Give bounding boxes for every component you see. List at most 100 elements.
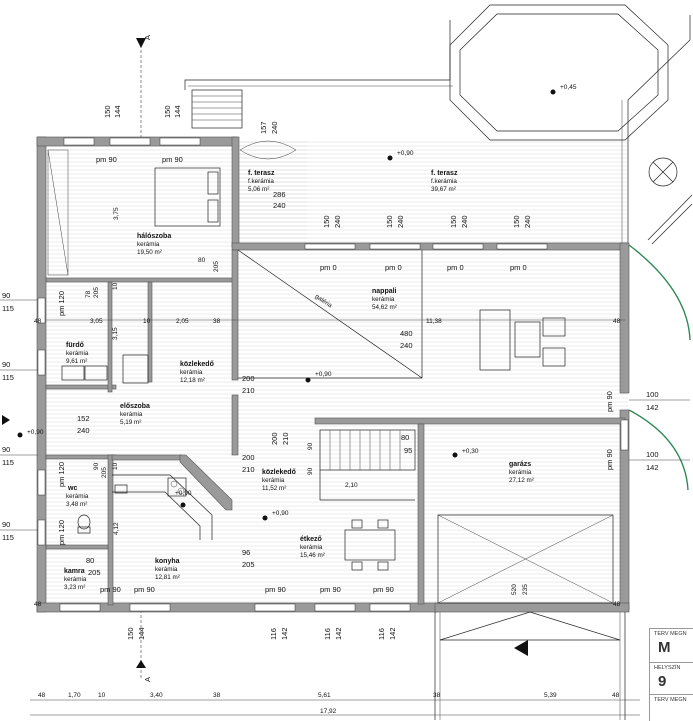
svg-text:150: 150 [103, 105, 112, 118]
svg-text:520: 520 [511, 584, 518, 595]
terrace-arc [239, 140, 297, 160]
svg-text:3,48 m²: 3,48 m² [66, 501, 87, 508]
svg-text:+0,90: +0,90 [175, 490, 192, 497]
svg-text:f.kerámia: f.kerámia [431, 178, 457, 185]
svg-text:116: 116 [323, 628, 332, 640]
svg-text:11,52 m²: 11,52 m² [262, 485, 286, 492]
svg-text:142: 142 [280, 627, 289, 640]
svg-text:kamra: kamra [64, 568, 85, 575]
svg-text:200: 200 [242, 374, 255, 383]
svg-text:3,75: 3,75 [113, 207, 120, 220]
svg-text:kerámia: kerámia [300, 544, 323, 551]
svg-text:240: 240 [273, 201, 286, 210]
svg-text:2,05: 2,05 [176, 318, 189, 325]
svg-text:2,10: 2,10 [345, 482, 358, 489]
svg-text:48: 48 [38, 692, 46, 699]
svg-text:27,12 m²: 27,12 m² [509, 477, 534, 484]
section-mark-bottom [136, 610, 146, 680]
svg-text:5,39: 5,39 [544, 692, 557, 699]
svg-text:240: 240 [460, 215, 469, 228]
svg-text:39,67 m²: 39,67 m² [431, 186, 456, 193]
svg-text:pm 90: pm 90 [373, 585, 394, 594]
bathroom-fixtures [61, 354, 149, 384]
svg-text:hálószoba: hálószoba [137, 233, 171, 240]
terrace-outline [184, 20, 451, 90]
svg-text:142: 142 [646, 403, 659, 412]
terrace-hatch [237, 140, 307, 250]
svg-text:3,15: 3,15 [112, 327, 119, 340]
svg-text:3,40: 3,40 [150, 692, 163, 699]
svg-text:210: 210 [281, 432, 290, 445]
svg-text:f. terasz: f. terasz [248, 170, 275, 177]
room-etkezo: étkező kerámia 15,46 m² [300, 536, 325, 559]
svg-text:144: 144 [137, 627, 146, 640]
living-furniture [479, 309, 566, 371]
svg-text:90: 90 [2, 291, 10, 300]
room-haloszoba: hálószoba kerámia 19,50 m² [137, 233, 171, 256]
svg-text:90: 90 [307, 442, 314, 450]
svg-text:garázs: garázs [509, 461, 531, 468]
garden-pergola [651, 203, 693, 245]
svg-text:előszoba: előszoba [120, 403, 150, 410]
svg-text:48: 48 [34, 318, 42, 325]
entry-stairs [191, 89, 243, 129]
floor-hatch [43, 140, 628, 610]
title-block-label: TERV MEGN [654, 631, 687, 637]
svg-text:12,18 m²: 12,18 m² [180, 377, 205, 384]
svg-text:wc: wc [67, 485, 77, 492]
svg-text:4,12: 4,12 [113, 522, 120, 535]
svg-text:9,61 m²: 9,61 m² [66, 358, 87, 365]
svg-text:11,38: 11,38 [426, 318, 442, 325]
svg-text:15,46 m²: 15,46 m² [300, 552, 325, 559]
svg-text:115: 115 [2, 304, 14, 313]
gallery-void [237, 249, 423, 379]
svg-text:200: 200 [270, 432, 279, 445]
svg-text:kerámia: kerámia [66, 350, 89, 357]
title-block-label: TERV MEGN [650, 694, 693, 703]
pool-outer [449, 4, 669, 141]
svg-text:10: 10 [112, 282, 119, 290]
svg-text:+0,90: +0,90 [272, 510, 289, 517]
svg-text:pm 90: pm 90 [100, 585, 121, 594]
svg-text:205: 205 [101, 467, 108, 478]
svg-text:5,61: 5,61 [318, 692, 331, 699]
svg-text:48: 48 [613, 318, 621, 325]
svg-text:144: 144 [113, 105, 122, 118]
bed [154, 167, 221, 227]
svg-text:205: 205 [242, 560, 255, 569]
room-konyha: konyha kerámia 12,81 m² [155, 558, 180, 581]
svg-text:3,23 m²: 3,23 m² [64, 584, 85, 591]
svg-text:157: 157 [259, 121, 268, 134]
svg-text:80: 80 [401, 433, 409, 442]
svg-text:pm 90: pm 90 [605, 391, 614, 412]
svg-text:pm 90: pm 90 [162, 155, 183, 164]
svg-text:116: 116 [377, 628, 386, 640]
svg-text:115: 115 [2, 458, 14, 467]
svg-text:+0,45: +0,45 [560, 84, 577, 91]
svg-text:152: 152 [77, 414, 90, 423]
svg-text:+0,90: +0,90 [27, 429, 44, 436]
svg-text:konyha: konyha [155, 558, 180, 565]
room-kozlekedo-1: közlekedő kerámia 12,18 m² [180, 361, 214, 384]
room-nappali: nappali kerámia 54,62 m² [372, 288, 397, 311]
svg-text:116: 116 [269, 628, 278, 640]
svg-text:38: 38 [213, 318, 221, 325]
level-marks: +0,45 +0,90 +0,90 +0,90 +0,90 +0,90 +0,3… [17, 84, 577, 521]
svg-text:nappali: nappali [372, 288, 397, 295]
svg-text:100: 100 [646, 450, 659, 459]
svg-text:pm 0: pm 0 [320, 263, 337, 272]
svg-text:fürdő: fürdő [66, 342, 84, 349]
title-block-value: M [658, 639, 671, 656]
svg-text:10: 10 [143, 318, 151, 325]
svg-text:közlekedő: közlekedő [180, 361, 214, 368]
svg-text:12,81 m²: 12,81 m² [155, 574, 180, 581]
svg-text:kerámia: kerámia [137, 241, 160, 248]
svg-text:kerámia: kerámia [120, 411, 143, 418]
title-block: TERV MEGN M HELYSZÍN 9 TERV MEGN [649, 628, 693, 721]
garden-door-arc [628, 244, 691, 341]
svg-text:480: 480 [400, 329, 413, 338]
svg-text:38: 38 [433, 692, 441, 699]
svg-text:90: 90 [2, 520, 10, 529]
svg-text:115: 115 [2, 373, 14, 382]
svg-text:80: 80 [86, 556, 94, 565]
